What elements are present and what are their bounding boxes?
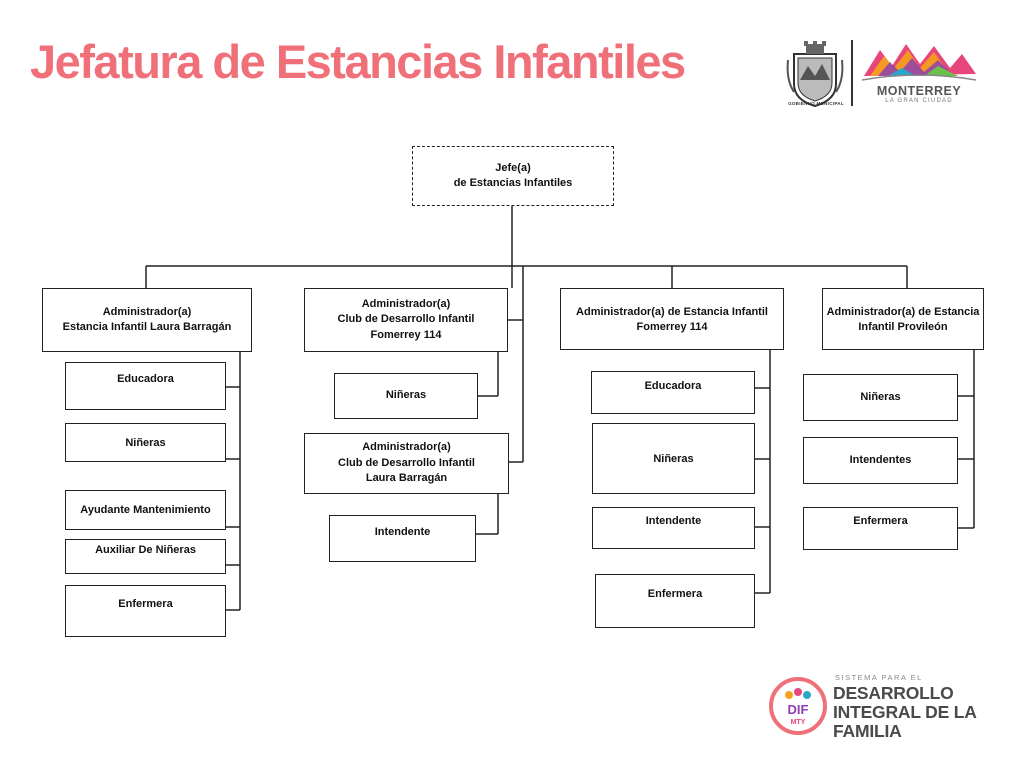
col2-subheader-line1: Administrador(a): [362, 441, 451, 454]
municipal-seal-icon: [786, 41, 844, 108]
col2-header-box: Administrador(a) Club de Desarrollo Infa…: [304, 288, 508, 352]
col2-item-label: Intendente: [374, 526, 431, 538]
dif-logo-icon: DIF MTY: [769, 677, 827, 735]
dif-wordmark-line1: DESARROLLO: [833, 683, 954, 703]
logo-separator: [851, 40, 853, 106]
col3-header-line1: Administrador(a) de Estancia Infantil: [576, 306, 768, 318]
dif-mark: DIF: [788, 702, 809, 717]
col3-item-intendente: Intendente: [592, 507, 755, 549]
monterrey-wordmark: MONTERREY: [876, 84, 962, 98]
col3-item-nineras: Niñeras: [592, 423, 755, 494]
col1-item-enfermera: Enfermera: [65, 585, 226, 637]
org-head-box: Jefe(a) de Estancias Infantiles: [412, 146, 614, 206]
page-title: Jefatura de Estancias Infantiles: [30, 35, 686, 88]
monterrey-logo-icon: [861, 44, 977, 81]
col4-item-label: Intendentes: [849, 453, 912, 466]
col4-item-label: Niñeras: [860, 390, 901, 403]
col4-item-intendentes: Intendentes: [803, 437, 958, 484]
col4-item-nineras: Niñeras: [803, 374, 958, 421]
col3-item-enfermera: Enfermera: [595, 574, 755, 628]
col1-item-label: Ayudante Mantenimiento: [80, 504, 211, 516]
col4-item-enfermera: Enfermera: [803, 507, 958, 550]
col1-item-ayudante: Ayudante Mantenimiento: [65, 490, 226, 530]
col2-header-line3: Fomerrey 114: [370, 328, 442, 341]
col3-item-educadora: Educadora: [591, 371, 755, 414]
org-head-subtitle: de Estancias Infantiles: [453, 177, 573, 189]
col1-header-box: Administrador(a) Estancia Infantil Laura…: [42, 288, 252, 352]
col1-header-line2: Estancia Infantil Laura Barragán: [62, 321, 232, 333]
col3-header-box: Administrador(a) de Estancia Infantil Fo…: [560, 288, 784, 350]
col1-item-label: Enfermera: [118, 598, 173, 610]
col2-header-line1: Administrador(a): [361, 297, 451, 310]
dif-small-caption: SISTEMA PARA EL: [835, 673, 923, 682]
col1-item-nineras: Niñeras: [65, 423, 226, 462]
col1-item-label: Auxiliar De Niñeras: [95, 544, 196, 556]
col1-item-label: Niñeras: [125, 437, 166, 449]
org-head-title: Jefe(a): [495, 161, 531, 174]
col3-item-label: Enfermera: [647, 588, 703, 600]
col2-item-label: Niñeras: [385, 389, 427, 402]
col2-header-line2: Club de Desarrollo Infantil: [337, 313, 475, 326]
col1-header-line1: Administrador(a): [102, 305, 192, 318]
col2-subheader-line3: Laura Barragán: [365, 472, 448, 485]
col1-item-educadora: Educadora: [65, 362, 226, 410]
dif-mark-sub: MTY: [791, 719, 806, 726]
seal-caption: GOBIERNO MUNICIPAL: [788, 101, 844, 106]
col4-item-label: Enfermera: [853, 515, 908, 527]
col2-item-intendente: Intendente: [329, 515, 476, 562]
col3-item-label: Niñeras: [653, 453, 694, 465]
monterrey-tagline: LA GRAN CIUDAD: [885, 98, 953, 104]
col3-item-label: Educadora: [644, 380, 702, 392]
col2-subheader-line2: Club de Desarrollo Infantil: [338, 456, 475, 469]
col4-header-box: Administrador(a) de Estancia Infantil Pr…: [822, 288, 984, 350]
col1-item-auxiliar: Auxiliar De Niñeras: [65, 539, 226, 574]
col3-header-line2: Fomerrey 114: [636, 321, 708, 334]
col2-subheader-box: Administrador(a) Club de Desarrollo Infa…: [304, 433, 509, 494]
col2-item-nineras: Niñeras: [334, 373, 478, 419]
dif-wordmark-line3: FAMILIA: [833, 721, 902, 741]
col1-item-label: Educadora: [117, 373, 174, 385]
dif-wordmark-line2: INTEGRAL DE LA: [833, 702, 977, 722]
col4-header-line1: Administrador(a) de Estancia: [826, 306, 980, 318]
col4-header-line2: Infantil Provileón: [858, 321, 948, 334]
col3-item-label: Intendente: [645, 515, 702, 527]
